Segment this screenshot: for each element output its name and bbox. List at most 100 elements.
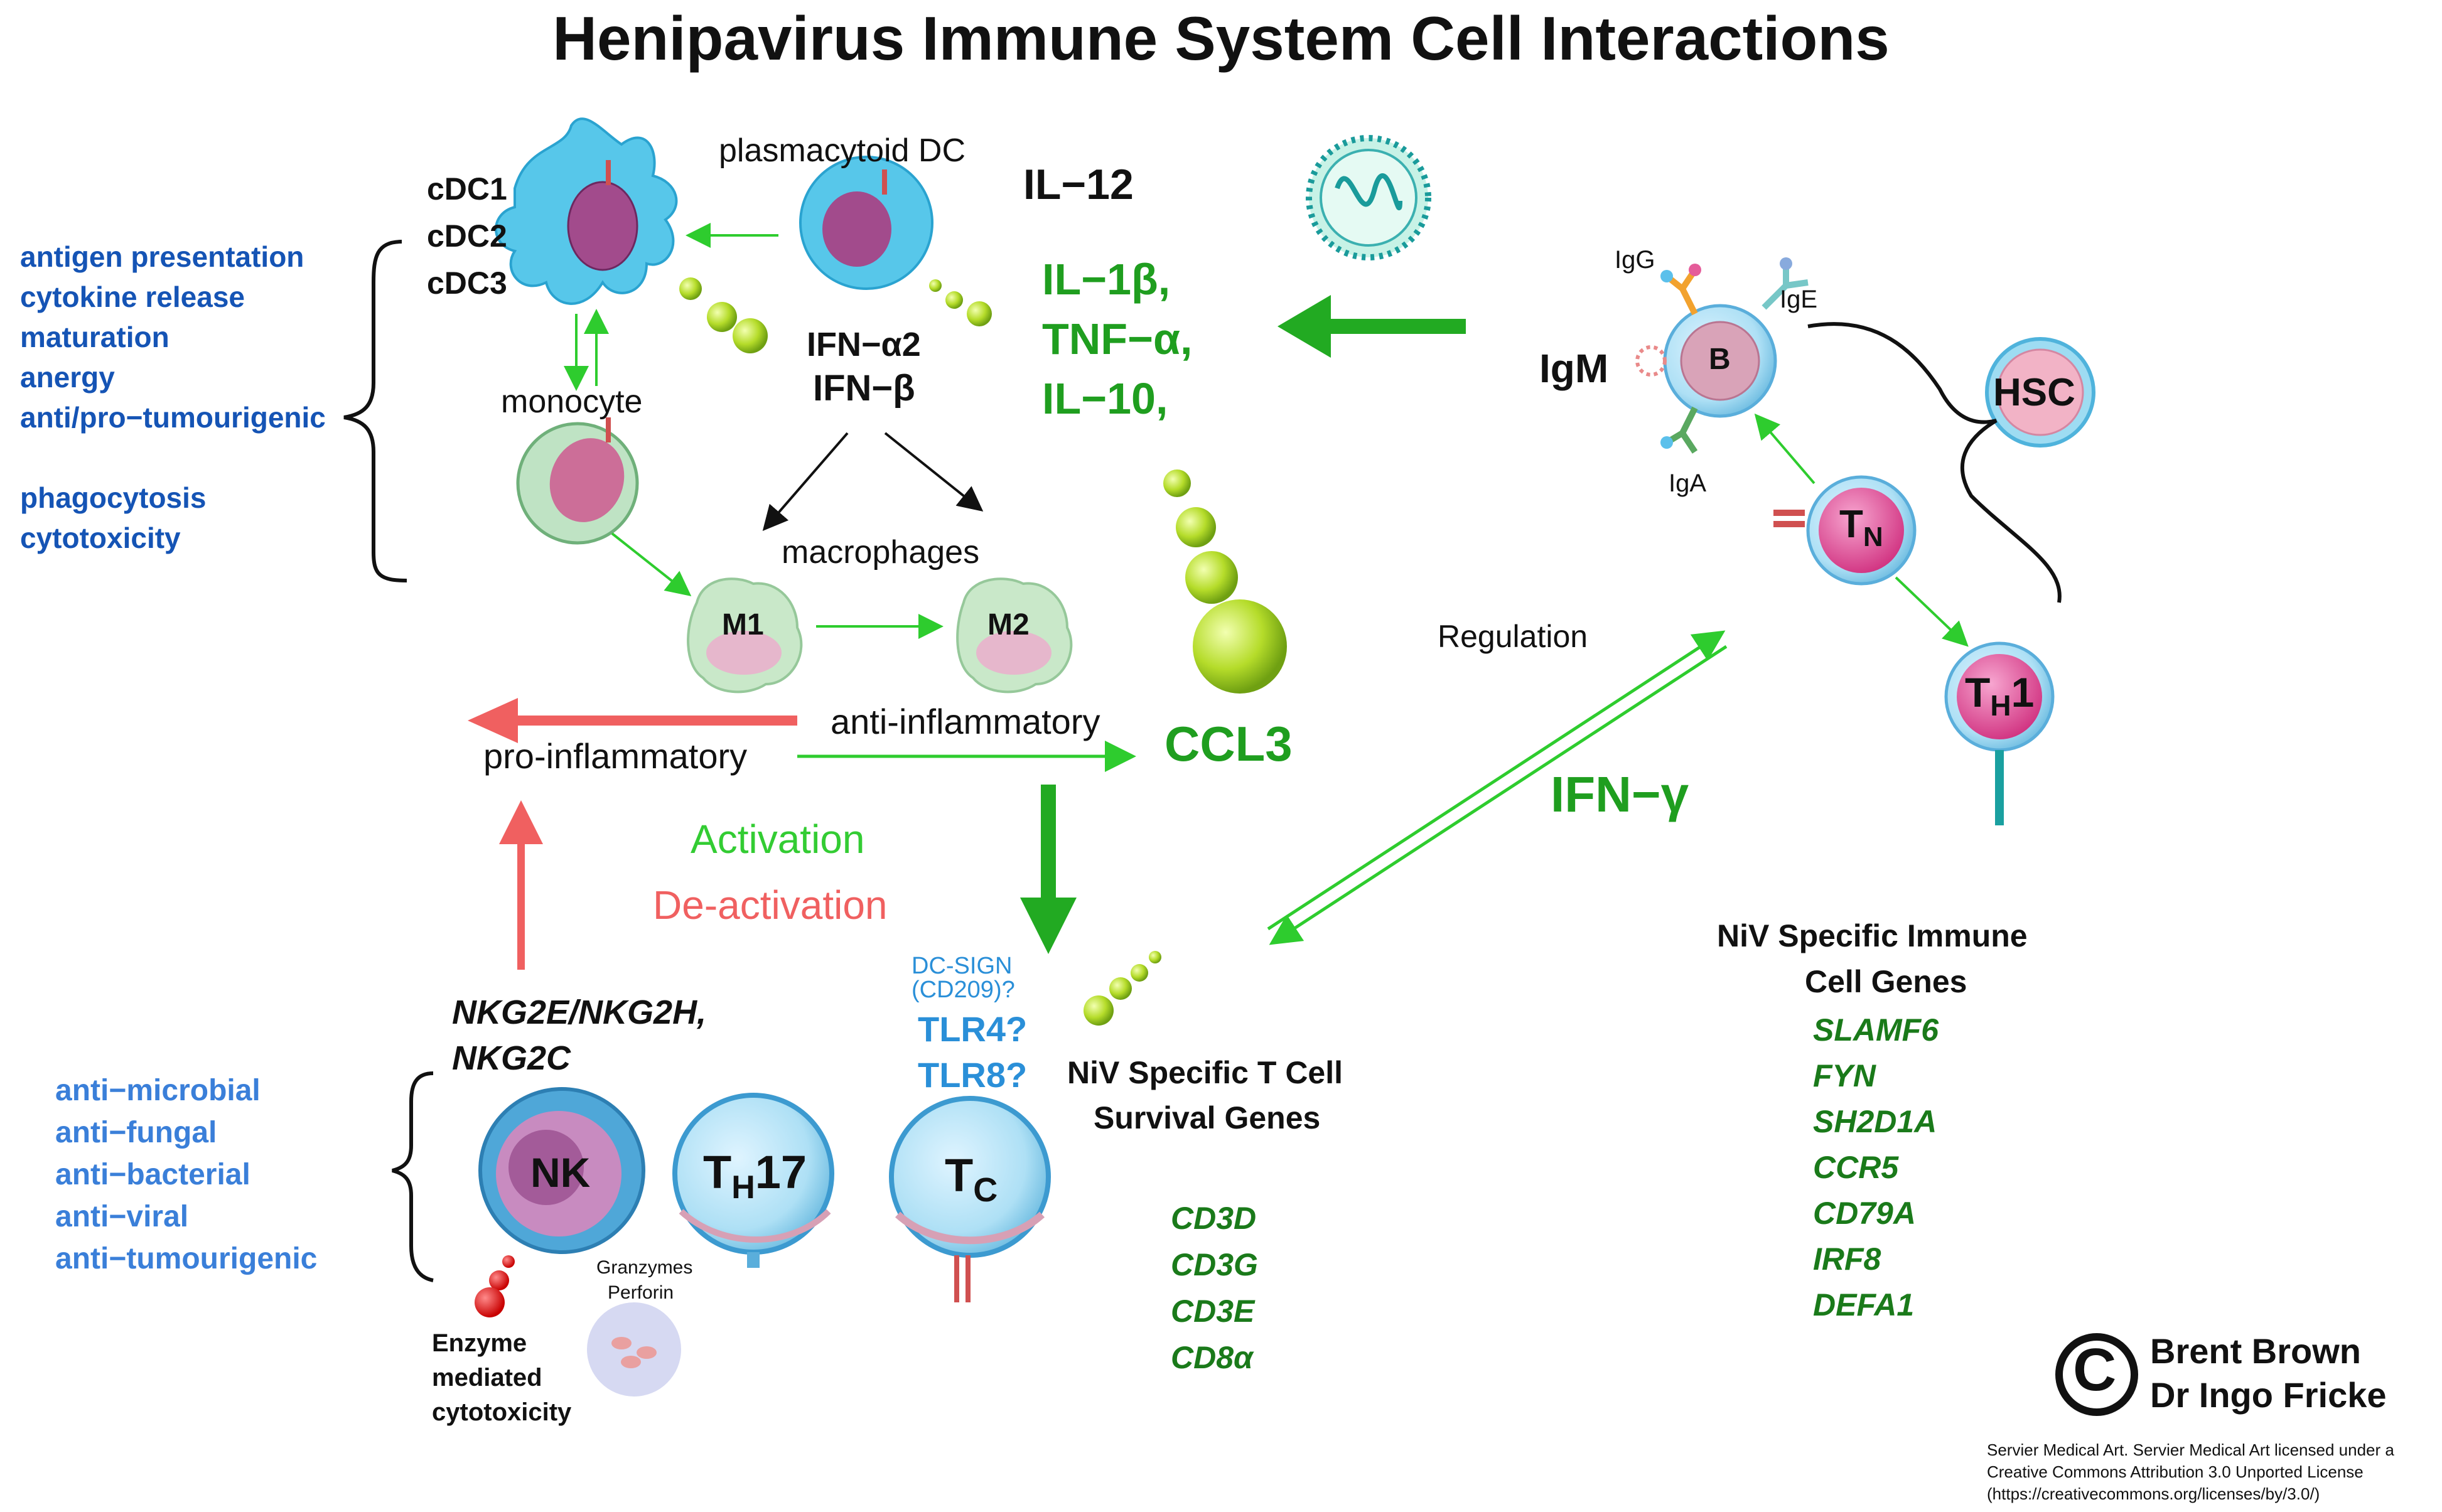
immune-gene-fyn: FYN [1813,1058,1876,1093]
th1-suffix: 1 [2011,669,2035,716]
tcell-gene-cd8a: CD8α [1171,1340,1254,1375]
dc-function-antigen-presentation: antigen presentation [20,240,304,273]
dc-function-cytotoxicity: cytotoxicity [20,522,181,554]
nk-cell [478,1087,645,1254]
nk-enzyme-granules-icon [475,1255,515,1317]
arrow-tn-to-b [1754,413,1815,485]
enzyme-cytotoxicity-label: cytotoxicity [432,1398,572,1426]
dc-function-bracket [343,240,407,582]
monocyte-cell [516,417,639,545]
nk-function-antimicrobial: anti−microbial [55,1074,261,1107]
igg-antibody-icon [1660,264,1701,316]
tc-sub: C [973,1171,998,1209]
nk-function-antitumourigenic: anti−tumourigenic [55,1242,318,1275]
b-cell [1663,304,1777,418]
cytokine-il10: IL−10, [1042,374,1168,423]
arrow-ifn-to-m2 [884,432,984,512]
th1-sub: H [1990,689,2011,722]
th17-cell [672,1093,834,1268]
dc-function-anergy: anergy [20,361,115,394]
b-cell-label: B [1709,343,1731,376]
il12-label: IL−12 [1023,161,1134,208]
th1-main: T [1965,669,1991,716]
tn-cell [1773,475,1917,586]
pdc-secretion-icon [929,279,992,326]
ccl3-chemokine-icon [1163,469,1287,694]
arrow-tn-to-th1 [1895,576,1969,647]
plasmacytoid-dc-label: plasmacytoid DC [719,132,966,169]
tcell-genes-header-line2: Survival Genes [1094,1100,1321,1135]
immune-gene-sh2d1a: SH2D1A [1813,1104,1937,1139]
copyright-circle [2055,1333,2138,1416]
igm-label: IgM [1539,346,1609,391]
immune-gene-defa1: DEFA1 [1813,1287,1915,1322]
nk-function-antibacterial: anti−bacterial [55,1158,250,1191]
m1-label: M1 [722,608,764,641]
author-ingo-fricke: Dr Ingo Fricke [2150,1375,2387,1415]
page-title: Henipavirus Immune System Cell Interacti… [552,4,1890,73]
th17-suffix: 17 [755,1146,807,1198]
m2-macrophage [956,577,1073,694]
arrow-ifng-to-tcell [1269,645,1728,945]
tc-cell-label: TC [945,1149,998,1209]
arrow-down-to-tc-head [1020,898,1077,954]
arrow-ifn-to-m1 [762,432,849,532]
immune-gene-ccr5: CCR5 [1813,1150,1899,1185]
license-line2: Creative Commons Attribution 3.0 Unporte… [1987,1462,2364,1481]
anti-inflammatory-label: anti-inflammatory [831,702,1100,741]
arrow-pro-inflammatory-head [468,698,518,743]
th1-cell-label: TH1 [1965,668,2035,722]
license-line3: (https://creativecommons.org/licenses/by… [1987,1484,2320,1503]
arrow-ifng-to-tn [1267,630,1726,931]
plasmacytoid-dc-cell [799,156,933,290]
cdc-secretion-icon [679,277,768,353]
cdc2-label: cDC2 [427,218,507,254]
th17-cell-label: TH17 [703,1145,807,1206]
ccl3-label: CCL3 [1165,716,1293,771]
hsc-label: HSC [1993,371,2075,414]
tlr8-label: TLR8? [918,1055,1028,1095]
enzyme-mediated-label: mediated [432,1364,542,1391]
hsc-cell [1985,337,2095,448]
dc-function-cytokine-release: cytokine release [20,281,245,313]
tc-cell [889,1096,1051,1302]
copyright-c-letter: C [2073,1336,2117,1403]
tn-main: T [1839,503,1863,546]
dc-function-maturation: maturation [20,321,169,353]
perforin-label: Perforin [608,1282,674,1303]
m1-macrophage [687,577,803,694]
cytokine-tnfa: TNF−α, [1042,314,1193,363]
immune-genes-header-line2: Cell Genes [1805,964,1967,999]
ige-antibody-icon [1762,257,1809,310]
nk-receptor-nkg2e: NKG2E/NKG2H, [452,994,707,1031]
tcell-gene-cd3g: CD3G [1171,1247,1258,1282]
cdc1-label: cDC1 [427,171,507,206]
iga-antibody-icon [1660,406,1698,454]
arrow-nk-to-pro-inflammatory-head [499,800,543,844]
tlr4-label: TLR4? [918,1009,1028,1049]
nk-cell-label: NK [530,1149,591,1196]
th17-main: T [703,1146,732,1198]
cdc-cell [495,117,678,305]
granzymes-label: Granzymes [596,1257,693,1278]
macrophages-label: macrophages [782,534,980,571]
cdc3-label: cDC3 [427,265,507,301]
arrow-virus-to-cytokines-head [1277,295,1331,358]
cd209-label: (CD209)? [912,977,1015,1003]
enzyme-label: Enzyme [432,1329,527,1357]
dc-function-tumourigenic: anti/pro−tumourigenic [20,401,326,434]
iga-label: IgA [1669,469,1707,497]
tcell-chemokine-icon [1084,951,1161,1026]
ige-label: IgE [1780,286,1818,313]
dc-function-phagocytosis: phagocytosis [20,481,207,514]
author-brent-brown: Brent Brown [2150,1331,2361,1371]
immune-gene-cd79a: CD79A [1813,1196,1916,1231]
license-line1: Servier Medical Art. Servier Medical Art… [1987,1440,2394,1459]
ifn-beta-label: IFN−β [813,368,915,409]
cytokine-il1b: IL−1β, [1042,255,1171,304]
dcsign-label: DC-SIGN [912,953,1013,979]
regulation-label: Regulation [1438,619,1588,654]
deactivation-label: De-activation [653,882,888,928]
ifn-alpha2-label: IFN−α2 [807,326,921,363]
immune-genes-header-line1: NiV Specific Immune [1717,918,2028,953]
